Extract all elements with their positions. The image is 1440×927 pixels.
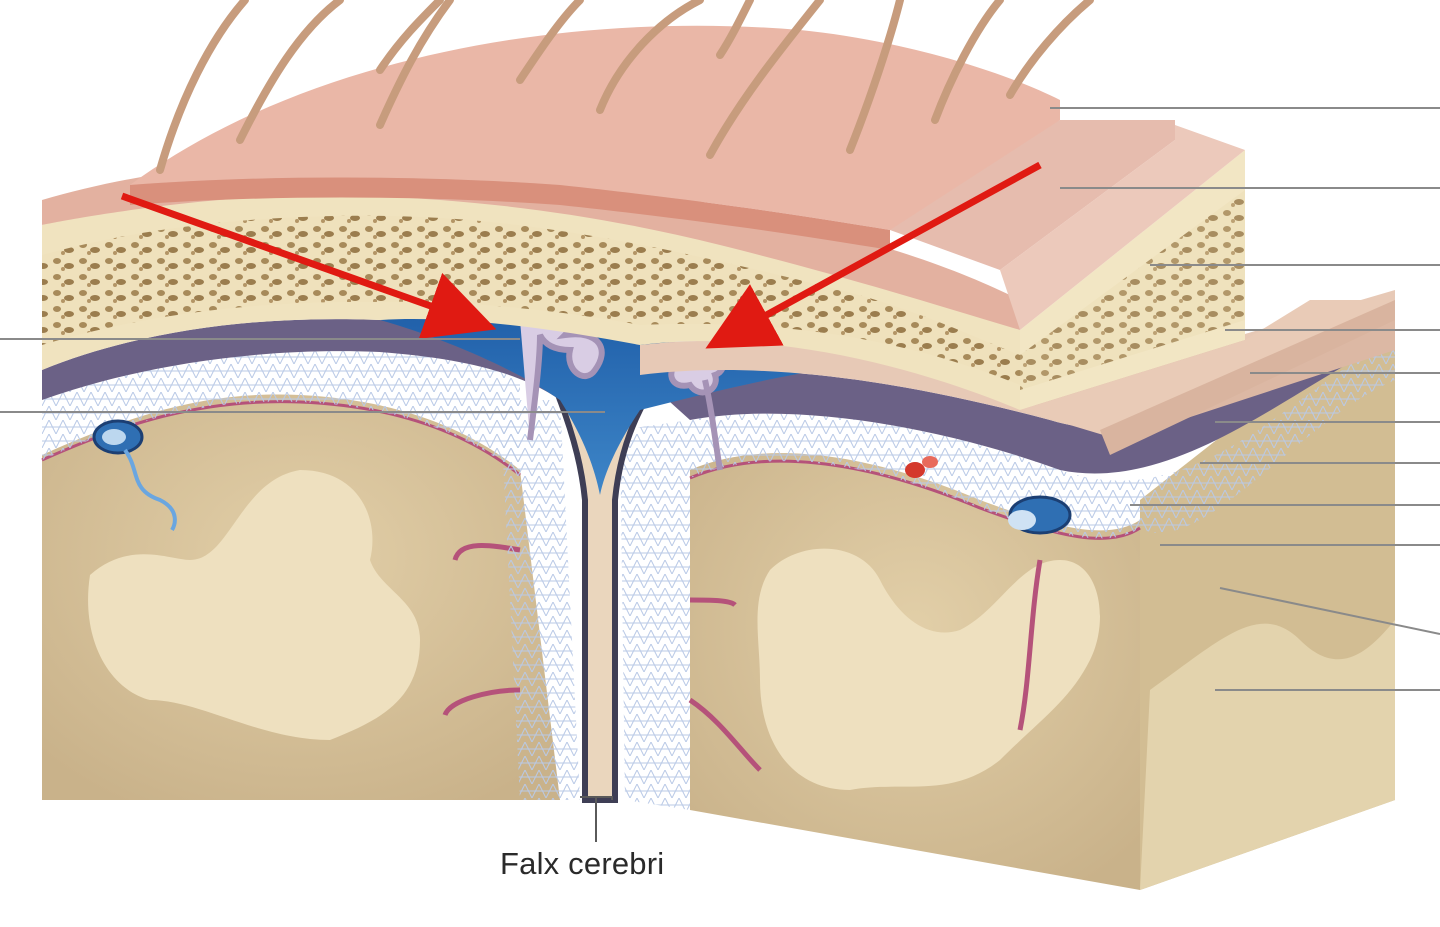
arachnoid-fissure bbox=[500, 400, 580, 800]
dura-plate-top bbox=[1020, 300, 1395, 440]
cerebral-vein-left bbox=[92, 419, 177, 532]
arachnoid-band-right bbox=[690, 340, 1395, 539]
scalp-skin-surface bbox=[130, 25, 1060, 230]
red-arrow-right bbox=[705, 161, 1042, 349]
skull-top-spongy bbox=[1020, 190, 1245, 390]
hair-strands bbox=[156, 0, 1094, 174]
arachnoid-fissure-right bbox=[620, 420, 690, 810]
falx-cerebri-label: Falx cerebri bbox=[500, 846, 665, 881]
white-matter-right bbox=[757, 548, 1100, 790]
cerebral-artery bbox=[905, 456, 938, 478]
leader-lines-left bbox=[0, 338, 605, 413]
dura-mater-right bbox=[640, 320, 1395, 474]
leader-lines-right bbox=[1050, 107, 1440, 691]
scalp-step-pink bbox=[1000, 125, 1245, 330]
arachnoid-band-left bbox=[42, 349, 520, 475]
cerebral-vein-right bbox=[1008, 495, 1072, 535]
scalp-step bbox=[890, 120, 1175, 270]
falx-cerebri bbox=[555, 396, 645, 803]
brain-side-white bbox=[1140, 620, 1395, 890]
dura-plate-edge bbox=[1100, 300, 1395, 455]
red-arrow-left bbox=[120, 192, 497, 339]
falx-leader bbox=[580, 796, 613, 842]
white-matter-left bbox=[88, 470, 421, 740]
sulcus-right bbox=[688, 559, 1043, 772]
scalp-skin-edge bbox=[130, 177, 890, 250]
